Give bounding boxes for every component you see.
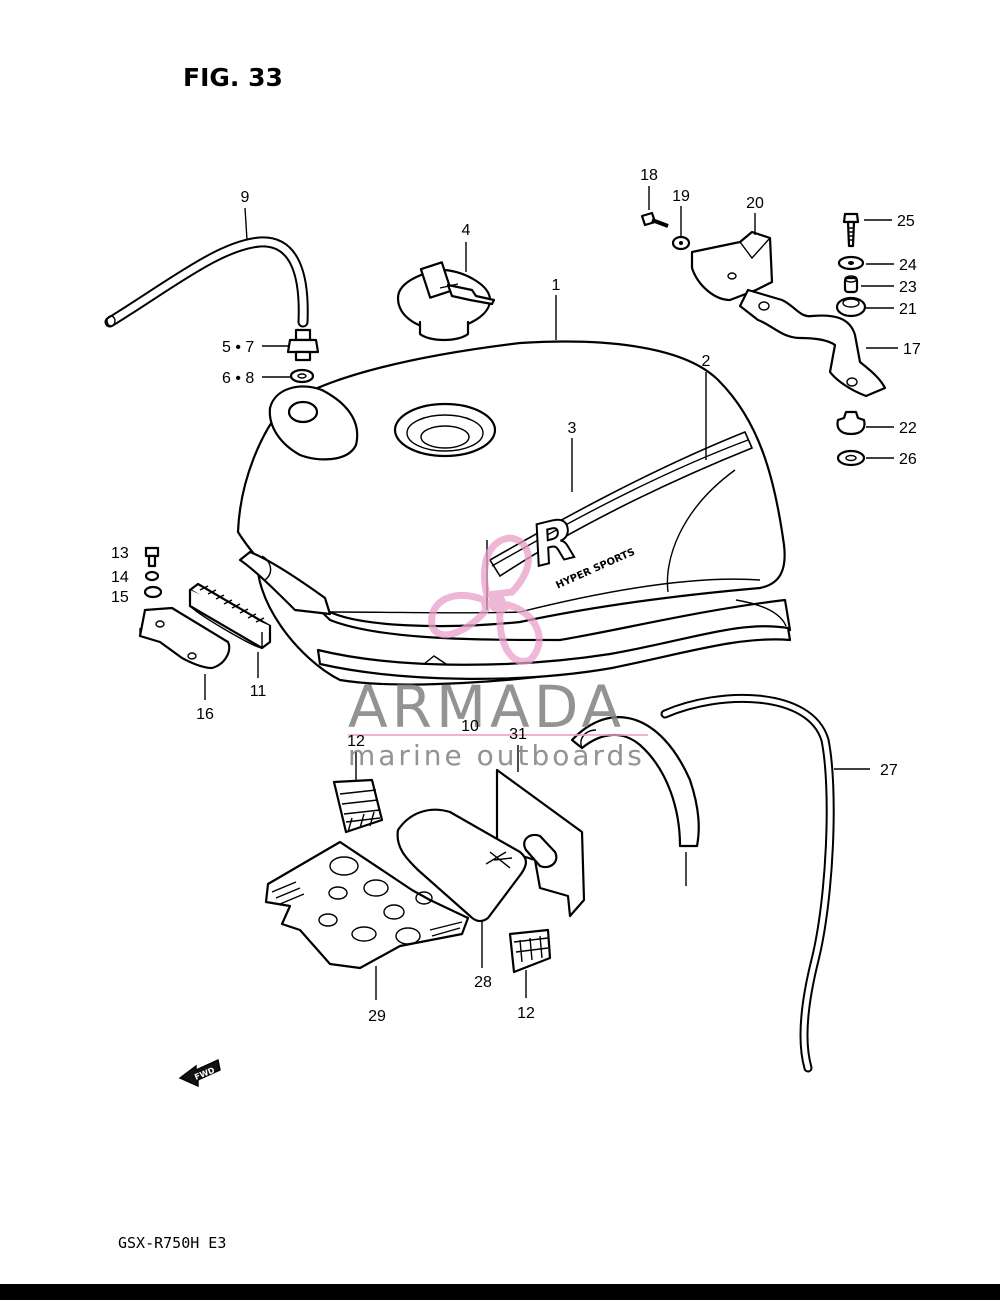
- bracket-part-16: [690, 230, 774, 302]
- callout-12-lower: 12: [517, 1005, 535, 1022]
- mat-part-29: [264, 840, 470, 970]
- washer-part-15: [671, 235, 691, 251]
- bottom-border: [0, 1284, 1000, 1300]
- callout-29: 29: [368, 1008, 386, 1025]
- model-code: GSX-R750H E3: [118, 1234, 226, 1252]
- washer-part-24: [837, 255, 865, 271]
- clip-part-10: [423, 655, 447, 665]
- drain-hose-part-27: [660, 693, 835, 1073]
- callout-22: 14: [111, 569, 129, 586]
- callout-5-7: 5 • 7: [222, 339, 254, 356]
- bolt-part-25: [842, 212, 860, 248]
- callout-20: 16: [196, 706, 214, 723]
- callout-19: 23: [899, 279, 917, 296]
- fuel-cap-part-4: [396, 261, 496, 342]
- bolt-part-21: [144, 546, 160, 568]
- callout-10: 10: [461, 718, 479, 735]
- washer-part-6-8: [289, 368, 315, 384]
- callout-21: 13: [111, 545, 129, 562]
- callout-23: 15: [111, 589, 129, 606]
- heat-shield-part-30: [495, 768, 586, 918]
- callout-27: 27: [880, 762, 898, 779]
- bracket-part-20: [138, 606, 231, 670]
- cushion-part-17: [835, 296, 867, 318]
- cushion-part-18: [836, 410, 866, 436]
- callout-2: 2: [702, 353, 711, 370]
- watermark: ARMADA marine outboards: [348, 534, 648, 772]
- fuel-hose-part-9: [104, 236, 309, 328]
- callout-4: 4: [462, 222, 471, 239]
- washer-part-23: [143, 585, 163, 599]
- callout-25: 25: [897, 213, 915, 230]
- callout-11: 11: [250, 683, 267, 700]
- watermark-brand: ARMADA: [348, 673, 625, 741]
- cushion-pad-part-11: [188, 582, 272, 650]
- watermark-tagline: marine outboards: [348, 739, 645, 772]
- callout-30: 31: [509, 726, 527, 743]
- bracket-part-13: [738, 288, 887, 398]
- forward-arrow-badge: FWD: [178, 1058, 221, 1088]
- callout-12-upper: 12: [347, 733, 365, 750]
- propeller-logo: [428, 534, 543, 665]
- washer-part-22: [144, 570, 160, 582]
- callout-6-8: 6 • 8: [222, 370, 254, 387]
- callout-26: 26: [899, 451, 917, 468]
- collar-part-19: [843, 275, 859, 294]
- callout-13: 17: [903, 341, 921, 358]
- fuel-tank-part-1: [236, 340, 792, 686]
- cushion-part-12-upper: [332, 778, 384, 834]
- bolt-part-14: [640, 211, 669, 228]
- hose-fitting-part-5-7: [286, 328, 320, 362]
- callout-1: 1: [552, 277, 561, 294]
- fwd-label: FWD: [193, 1065, 216, 1081]
- callout-24: 24: [899, 257, 917, 274]
- callout-16: 20: [746, 195, 764, 212]
- callout-28: 28: [474, 974, 492, 991]
- callout-labels: 9 4 1 2 3 5 • 7 6 • 8 18 19 20 25 24 23 …: [111, 167, 921, 1025]
- callout-15: 19: [672, 188, 690, 205]
- callout-14: 18: [640, 167, 658, 184]
- washer-part-26: [836, 449, 866, 467]
- callout-9: 9: [241, 189, 250, 206]
- cushion-part-12-lower: [508, 928, 552, 974]
- callout-18: 22: [899, 420, 917, 437]
- plate-part-28: [396, 808, 527, 923]
- callout-17: 21: [899, 301, 917, 318]
- leader-lines: [204, 186, 898, 1000]
- figure-title: FIG. 33: [183, 63, 283, 92]
- callout-3: 3: [568, 420, 577, 437]
